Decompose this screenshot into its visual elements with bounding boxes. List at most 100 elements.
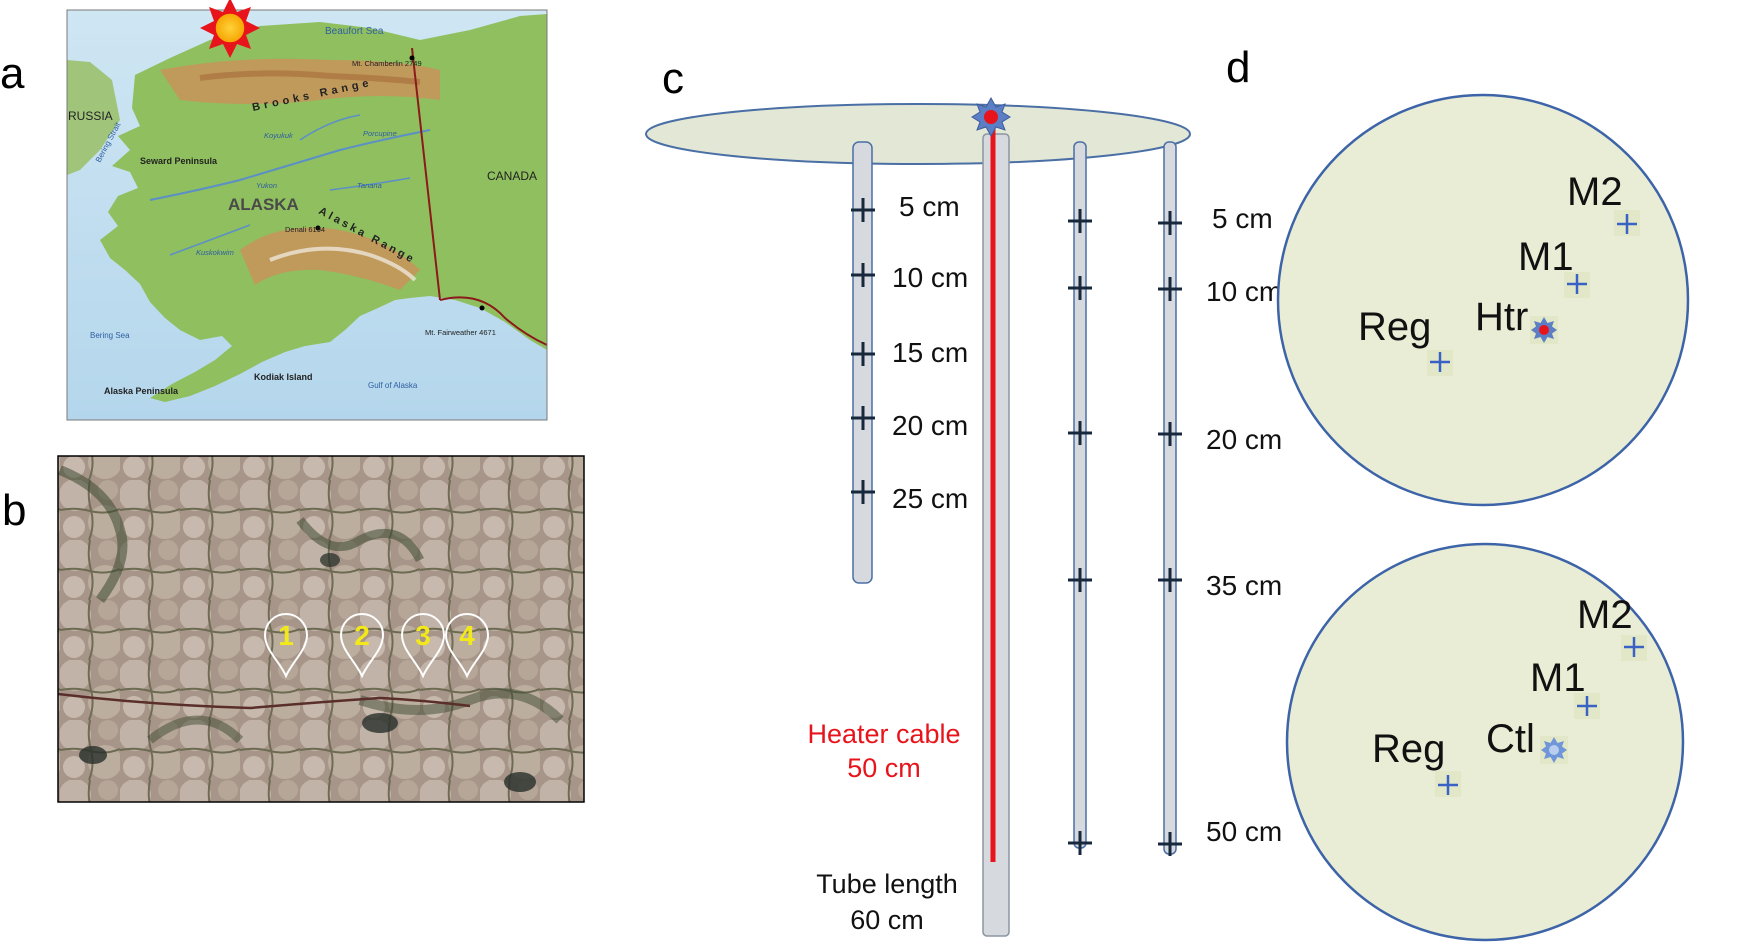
sensor-cross xyxy=(851,263,875,287)
sensor-cross xyxy=(1158,832,1182,856)
photo-texture xyxy=(58,456,584,802)
depth-label: 15 cm xyxy=(892,337,968,368)
border-line-south xyxy=(439,296,548,346)
brooks-range-shade xyxy=(160,58,440,104)
tube-heater xyxy=(982,133,1010,937)
panel-letter-b: b xyxy=(2,486,26,535)
label-kuskokwim: Kuskokwim xyxy=(196,248,234,257)
alaska-map: Beaufort Sea RUSSIA CANADA ALASKA Brooks… xyxy=(66,0,548,421)
sensor-cross xyxy=(1158,422,1182,446)
sensor-m2-cross xyxy=(1617,214,1637,234)
sensor-cross xyxy=(1068,209,1092,233)
depth-label: 5 cm xyxy=(899,191,960,222)
mainland xyxy=(100,14,547,402)
ground-disc xyxy=(645,103,1191,165)
sensor-cross xyxy=(1158,568,1182,592)
label-tanana: Tanana xyxy=(357,181,382,190)
marker-label: 1 xyxy=(278,620,294,651)
location-marker-3: 3 xyxy=(400,613,446,679)
label-m2: M2 xyxy=(1577,593,1633,637)
label-canada: CANADA xyxy=(487,169,537,183)
label-gulf: Gulf of Alaska xyxy=(368,381,418,390)
heater-caption-line1: Heater cable xyxy=(807,719,960,749)
depth-label: 20 cm xyxy=(892,410,968,441)
label-m2: M2 xyxy=(1567,170,1623,214)
marker-label: 4 xyxy=(459,620,475,651)
label-russia: RUSSIA xyxy=(68,109,113,123)
marker-label: 2 xyxy=(354,620,370,651)
peak-marker xyxy=(315,225,321,231)
yukon-river xyxy=(149,129,431,201)
depth-label: 25 cm xyxy=(892,483,968,514)
sensor-reg-cross xyxy=(1438,775,1458,795)
sensor-m1-cross xyxy=(1577,696,1597,716)
heater-caption-line2: 50 cm xyxy=(847,753,921,783)
label-beaufort-sea: Beaufort Sea xyxy=(325,26,384,37)
tube-diagram: 5 cm 10 cm 15 cm 20 cm 25 cm 5 cm 10 cm … xyxy=(645,96,1282,937)
label-bering-sea: Bering Sea xyxy=(90,331,130,340)
depth-label: 10 cm xyxy=(1206,276,1282,307)
tube-right xyxy=(1163,141,1177,855)
depth-label: 35 cm xyxy=(1206,570,1282,601)
sun-icon xyxy=(200,0,260,58)
panel-letter-d: d xyxy=(1226,43,1250,92)
alaska-range-shade xyxy=(240,227,420,290)
aerial-photo: 1 2 3 4 xyxy=(57,455,585,803)
sensor-crosses-middle xyxy=(1068,209,1092,855)
label-ctl: Ctl xyxy=(1486,717,1535,761)
label-denali: Denali 6194 xyxy=(285,225,325,234)
sensor-cross xyxy=(1068,831,1092,855)
heater-star-icon xyxy=(1531,317,1557,343)
location-marker-1: 1 xyxy=(263,613,309,679)
plot-circle xyxy=(1285,542,1685,942)
boardwalk-line xyxy=(58,692,471,710)
tube-caption-line1: Tube length xyxy=(816,869,958,899)
border-line xyxy=(411,47,441,301)
control-plot: M2 M1 Ctl Reg xyxy=(1285,542,1685,942)
sensor-m2-cross xyxy=(1624,637,1644,657)
depth-label: 20 cm xyxy=(1206,424,1282,455)
label-alaska-peninsula: Alaska Peninsula xyxy=(104,386,179,396)
heated-plot: M2 M1 Htr Reg xyxy=(1276,93,1690,507)
sensor-cross xyxy=(851,342,875,366)
peak-marker xyxy=(479,305,485,311)
label-m1: M1 xyxy=(1530,656,1586,700)
plot-circle xyxy=(1276,93,1690,507)
label-seward: Seward Peninsula xyxy=(140,156,218,166)
sensor-m1-cross xyxy=(1567,274,1587,294)
sensor-cross xyxy=(1158,211,1182,235)
photo-frame xyxy=(57,455,585,803)
marker-label: 3 xyxy=(415,620,431,651)
peak-marker xyxy=(409,55,415,61)
depth-label: 5 cm xyxy=(1212,203,1273,234)
label-koyukuk: Koyukuk xyxy=(264,131,294,140)
sensor-reg-cross xyxy=(1430,352,1450,372)
panel-letter-c: c xyxy=(662,54,684,103)
sensor-crosses-right xyxy=(1158,211,1182,856)
label-alaska: ALASKA xyxy=(228,195,299,214)
label-porcupine: Porcupine xyxy=(363,129,397,138)
sensor-cross xyxy=(851,480,875,504)
kodiak-island xyxy=(250,322,278,346)
sensor-crosses-left xyxy=(851,198,875,504)
panel-letter-a: a xyxy=(0,49,25,98)
location-marker-4: 4 xyxy=(444,613,490,679)
depth-label: 10 cm xyxy=(892,262,968,293)
sensor-cross xyxy=(1068,421,1092,445)
depth-label: 50 cm xyxy=(1206,816,1282,847)
sensor-cross xyxy=(851,406,875,430)
label-fairweather: Mt. Fairweather 4671 xyxy=(425,328,496,337)
russia-land xyxy=(67,60,120,175)
tube-caption-line2: 60 cm xyxy=(850,905,924,935)
label-htr: Htr xyxy=(1475,295,1528,339)
label-reg: Reg xyxy=(1358,305,1431,349)
label-kodiak: Kodiak Island xyxy=(254,372,313,382)
label-reg: Reg xyxy=(1372,727,1445,771)
map-frame xyxy=(66,9,548,421)
tube-middle xyxy=(1073,141,1087,849)
label-chamberlin: Mt. Chamberlin 2749 xyxy=(352,59,422,68)
heater-star-icon xyxy=(971,96,1011,138)
location-marker-2: 2 xyxy=(339,613,385,679)
sensor-cross xyxy=(851,198,875,222)
